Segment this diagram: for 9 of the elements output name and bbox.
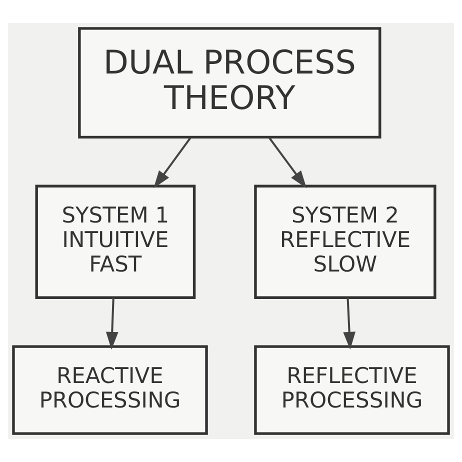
arrow [154, 136, 192, 188]
arrow [106, 298, 118, 350]
node-box: REFLECTIVE PROCESSING [254, 345, 450, 435]
node-box: REACTIVE PROCESSING [12, 345, 208, 435]
arrow [343, 298, 356, 350]
arrow [268, 136, 307, 188]
node-box: DUAL PROCESS THEORY [78, 27, 382, 139]
node-box: SYSTEM 2 REFLECTIVE SLOW [254, 184, 436, 299]
node-box: SYSTEM 1 INTUITIVE FAST [35, 184, 196, 299]
